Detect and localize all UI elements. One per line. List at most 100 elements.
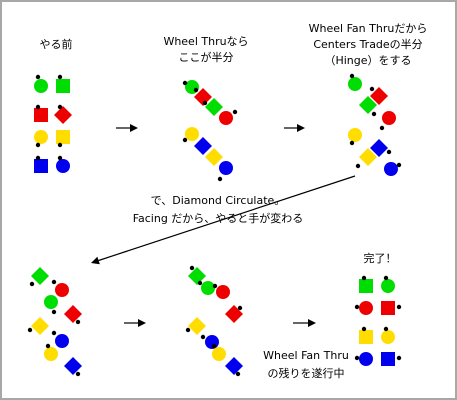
green-circle-dancer: [44, 295, 58, 309]
yellow-circle-dancer: [381, 330, 395, 344]
facing-dot: [396, 355, 402, 361]
red-diamond-dancer: [64, 305, 82, 323]
facing-dot: [29, 281, 35, 287]
formation-5: [185, 265, 243, 377]
formation-1: [34, 74, 72, 173]
facing-dot: [57, 155, 63, 161]
blue-square-dancer: [381, 352, 395, 366]
facing-dot: [57, 104, 63, 110]
blue-diamond-dancer: [64, 357, 82, 375]
blue-circle-dancer: [384, 162, 398, 176]
green-circle-dancer: [348, 77, 362, 91]
label-complete: 完了！: [363, 252, 397, 265]
green-square-dancer: [56, 79, 70, 93]
facing-dot: [75, 371, 81, 377]
facing-dot: [27, 327, 33, 333]
green-diamond-dancer: [359, 96, 377, 114]
formation-3: [348, 73, 402, 176]
blue-square-dancer: [34, 159, 48, 173]
facing-dot: [35, 104, 41, 110]
facing-dot: [182, 80, 188, 86]
facing-dot: [57, 142, 63, 148]
label-facing-note: Facing だから、やると手が変わる: [132, 212, 304, 225]
dancers: [27, 73, 402, 377]
red-circle-dancer: [219, 111, 233, 125]
facing-dot: [75, 319, 81, 325]
facing-dot: [354, 304, 360, 310]
green-diamond-dancer: [205, 98, 223, 116]
facing-dot: [211, 343, 217, 349]
blue-diamond-dancer: [194, 137, 212, 155]
yellow-circle-dancer: [185, 127, 199, 141]
facing-dot: [57, 74, 63, 80]
red-diamond-dancer: [194, 88, 212, 106]
facing-dot: [200, 334, 206, 340]
facing-dot: [371, 111, 377, 117]
formation-2: [182, 80, 238, 182]
facing-dot: [51, 330, 57, 336]
facing-dot: [237, 305, 243, 311]
red-diamond-dancer: [54, 106, 72, 124]
facing-dot: [185, 327, 191, 333]
facing-dot: [235, 371, 241, 377]
formation-4: [27, 267, 82, 377]
label-wheel-fan-thru-2: Wheel Fan Thru: [263, 349, 349, 362]
facing-dot: [51, 309, 57, 315]
blue-circle-dancer: [55, 334, 69, 348]
blue-diamond-dancer: [225, 357, 243, 375]
yellow-circle-dancer: [44, 347, 58, 361]
arrow-step2-to-step3: [284, 124, 305, 132]
red-circle-dancer: [55, 283, 69, 297]
facing-dot: [35, 155, 41, 161]
facing-dot: [396, 162, 402, 168]
facing-dot: [51, 279, 57, 285]
label-wheel-thru: Wheel Thruなら: [163, 35, 249, 48]
facing-dot: [383, 326, 389, 332]
red-circle-dancer: [382, 111, 396, 125]
green-circle-dancer: [201, 281, 215, 295]
facing-dot: [349, 140, 355, 146]
facing-dot: [386, 149, 392, 155]
yellow-circle-dancer: [212, 347, 226, 361]
red-square-dancer: [34, 108, 48, 122]
yellow-circle-dancer: [348, 128, 362, 142]
yellow-diamond-dancer: [188, 317, 206, 335]
facing-dot: [202, 100, 208, 106]
green-circle-dancer: [34, 79, 48, 93]
label-hinge: （Hinge）をする: [324, 54, 412, 67]
facing-dot: [383, 275, 389, 281]
red-circle-dancer: [216, 285, 230, 299]
yellow-diamond-dancer: [31, 317, 49, 335]
label-diamond-circulate: で、Diamond Circulate。: [150, 194, 286, 207]
facing-dot: [232, 109, 238, 115]
label-before: やる前: [39, 38, 73, 51]
label-in-progress: の残りを遂行中: [267, 367, 345, 380]
facing-dot: [197, 280, 203, 286]
yellow-diamond-dancer: [359, 148, 377, 166]
facing-dot: [193, 87, 199, 93]
blue-circle-dancer: [56, 159, 70, 173]
green-circle-dancer: [381, 279, 395, 293]
facing-dot: [35, 142, 41, 148]
facing-dot: [396, 304, 402, 310]
red-circle-dancer: [359, 301, 373, 315]
facing-dot: [212, 283, 218, 289]
facing-dot: [361, 275, 367, 281]
facing-dot: [217, 176, 223, 182]
facing-dot: [361, 326, 367, 332]
red-square-dancer: [381, 301, 395, 315]
facing-dot: [189, 265, 195, 271]
green-diamond-dancer: [188, 267, 206, 285]
blue-circle-dancer: [359, 352, 373, 366]
arrow-step5-to-step6: [293, 319, 316, 327]
facing-dot: [369, 86, 375, 92]
facing-dot: [379, 125, 385, 131]
arrow-step4-to-step5: [124, 319, 146, 327]
arrows: [91, 124, 356, 327]
green-square-dancer: [359, 279, 373, 293]
red-diamond-dancer: [370, 87, 388, 105]
facing-dot: [349, 73, 355, 79]
formation-6: [354, 275, 402, 366]
